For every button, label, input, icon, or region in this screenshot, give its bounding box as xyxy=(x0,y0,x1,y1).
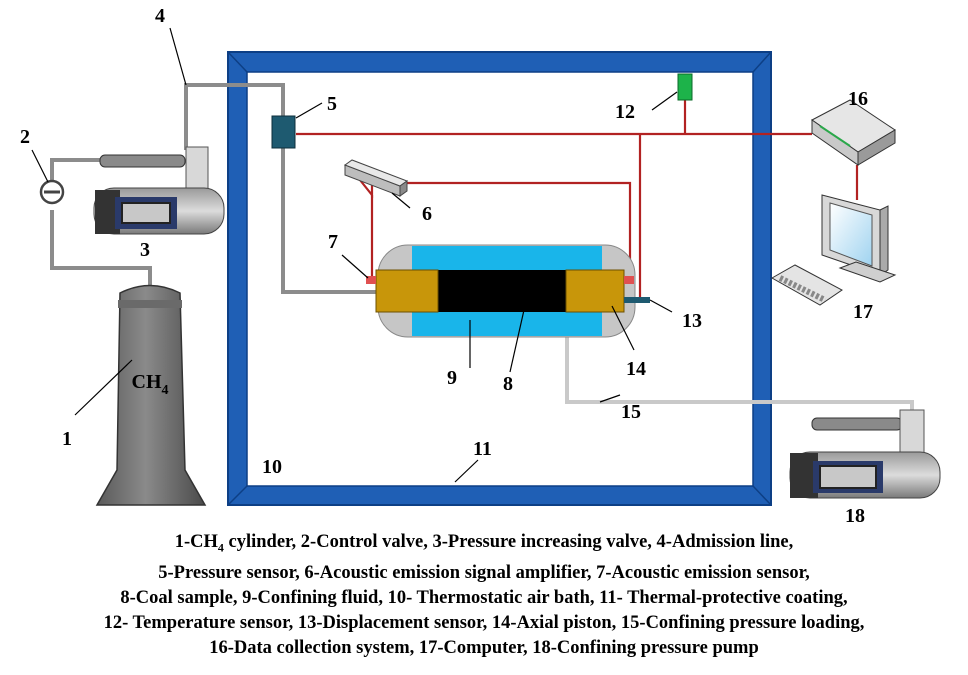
label-1: 1 xyxy=(62,428,72,450)
label-15: 15 xyxy=(621,401,641,423)
label-4: 4 xyxy=(155,5,165,27)
thermostatic-air-bath xyxy=(227,51,772,506)
displacement-sensor xyxy=(624,297,650,303)
label-2: 2 xyxy=(20,126,30,148)
label-3: 3 xyxy=(140,239,150,261)
axial-piston xyxy=(565,269,625,313)
label-16: 16 xyxy=(848,88,868,110)
confining-pressure-pump xyxy=(789,409,941,499)
label-18: 18 xyxy=(845,505,865,527)
axial-piston-left xyxy=(375,269,439,313)
control-valve xyxy=(31,149,65,205)
admission-line xyxy=(50,83,376,300)
label-14: 14 xyxy=(626,358,646,380)
data-collection-system xyxy=(811,99,896,166)
legend-line-4: 12- Temperature sensor, 13-Displacement … xyxy=(103,612,865,633)
legend-line-2: 5-Pressure sensor, 6-Acoustic emission s… xyxy=(158,562,810,583)
pressure-sensor xyxy=(271,102,323,149)
label-13: 13 xyxy=(682,310,702,332)
coal-sample xyxy=(436,270,566,312)
legend-line-1: 1-CH4 cylinder, 2-Control valve, 3-Press… xyxy=(174,532,794,555)
label-8: 8 xyxy=(503,373,513,395)
label-11: 11 xyxy=(473,438,492,460)
leader-lines xyxy=(169,27,621,483)
label-17: 17 xyxy=(853,301,873,323)
ch4-cylinder: CH4 xyxy=(74,284,207,506)
label-5: 5 xyxy=(327,93,337,115)
legend-caption: 1-CH4 cylinder, 2-Control valve, 3-Press… xyxy=(0,530,968,661)
legend-line-5: 16-Data collection system, 17-Computer, … xyxy=(209,637,759,658)
core-holder xyxy=(341,244,673,373)
acoustic-emission-sensor xyxy=(366,276,376,284)
label-9: 9 xyxy=(447,367,457,389)
cylinder-ch4-label: CH4 xyxy=(132,371,169,398)
temperature-sensor xyxy=(651,73,693,111)
label-6: 6 xyxy=(422,203,432,225)
label-7: 7 xyxy=(328,231,338,253)
computer xyxy=(770,194,897,306)
legend-line-3: 8-Coal sample, 9-Confining fluid, 10- Th… xyxy=(120,587,848,608)
acoustic-emission-amplifier xyxy=(343,159,411,209)
label-10: 10 xyxy=(262,456,282,478)
pressure-increasing-pump xyxy=(93,146,225,235)
label-12: 12 xyxy=(615,101,635,123)
